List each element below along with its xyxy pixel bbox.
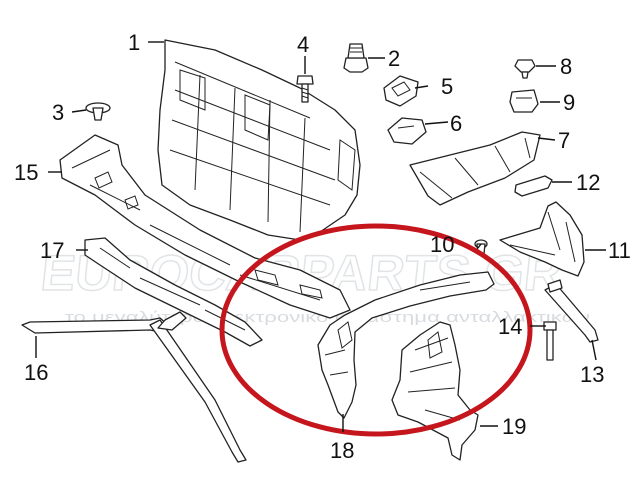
callout-7: 7 bbox=[558, 128, 570, 153]
callout-3: 3 bbox=[52, 100, 64, 125]
part-18-air-guide-left bbox=[317, 271, 495, 419]
part-1-grille-support bbox=[157, 39, 361, 241]
part-14-bolt bbox=[543, 321, 557, 361]
callout-18: 18 bbox=[330, 438, 354, 463]
part-9-rubber-mount bbox=[509, 89, 539, 113]
part-19-air-guide-right bbox=[391, 321, 479, 461]
callout-16: 16 bbox=[24, 360, 48, 385]
callout-17: 17 bbox=[40, 238, 64, 263]
part-6-retainer bbox=[387, 117, 427, 145]
callout-13: 13 bbox=[580, 362, 604, 387]
part-8-screw bbox=[514, 59, 536, 79]
leader-lines bbox=[35, 41, 606, 432]
callout-12: 12 bbox=[576, 170, 600, 195]
callout-labels: 1 2 3 4 5 6 7 8 9 10 11 12 13 14 15 16 1… bbox=[14, 30, 631, 463]
callout-1: 1 bbox=[128, 30, 140, 55]
part-17-lower-crossmember bbox=[84, 237, 263, 347]
callout-4: 4 bbox=[297, 32, 309, 57]
callout-6: 6 bbox=[450, 111, 462, 136]
callout-8: 8 bbox=[560, 54, 572, 79]
callout-19: 19 bbox=[502, 414, 526, 439]
callout-2: 2 bbox=[388, 46, 400, 71]
callout-11: 11 bbox=[608, 238, 631, 263]
callout-5: 5 bbox=[441, 74, 453, 99]
callout-15: 15 bbox=[14, 160, 38, 185]
part-7-air-duct bbox=[409, 131, 541, 206]
part-11-deflector bbox=[499, 201, 585, 277]
callout-10: 10 bbox=[430, 232, 454, 257]
part-12-bracket bbox=[514, 175, 553, 197]
part-16-bracket-stay bbox=[21, 311, 247, 463]
highlight-ring bbox=[219, 223, 533, 437]
part-5-spring-clip bbox=[383, 75, 419, 107]
part-2-clip-nut bbox=[343, 43, 369, 73]
callout-14: 14 bbox=[498, 314, 522, 339]
part-15-upper-crossmember bbox=[59, 134, 351, 319]
part-3-push-clip bbox=[85, 102, 111, 121]
part-4-bolt bbox=[296, 75, 314, 103]
callout-9: 9 bbox=[563, 90, 575, 115]
part-13-rod-bracket bbox=[544, 279, 599, 343]
